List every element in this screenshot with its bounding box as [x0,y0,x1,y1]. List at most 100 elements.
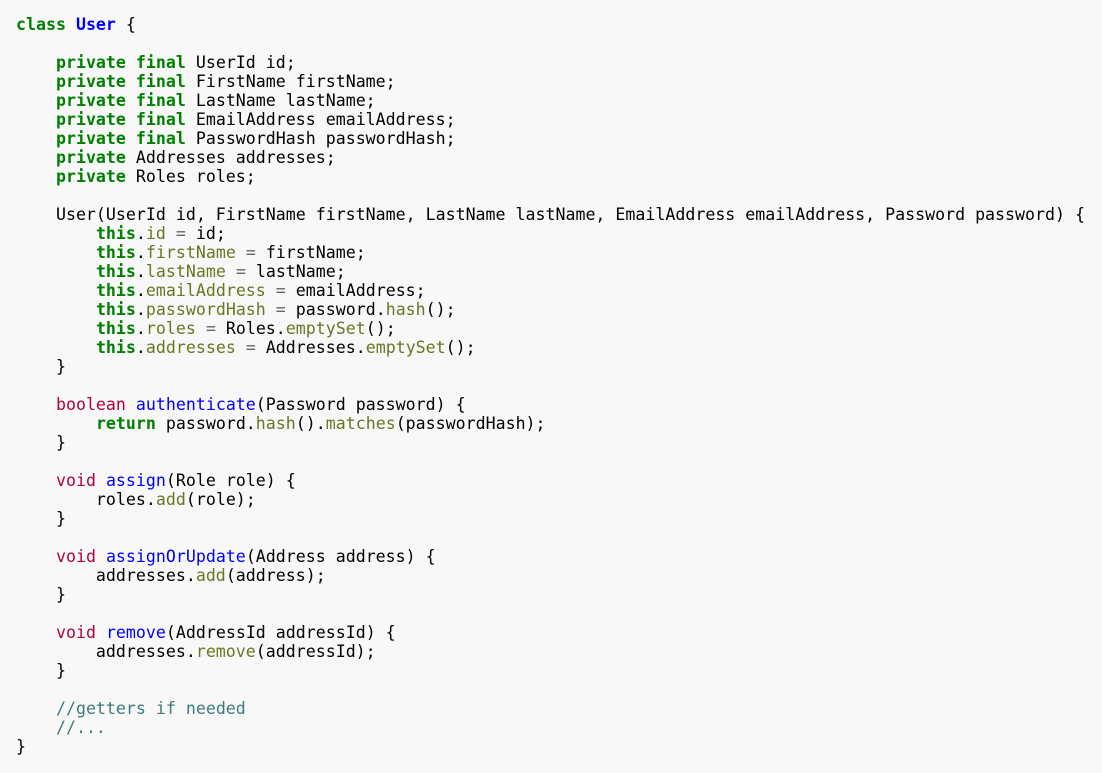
keyword: this [95,281,136,300]
attribute: passwordHash [145,300,266,319]
code-line [16,452,1085,471]
attribute: emailAddress [145,281,266,300]
operator: = [245,338,256,357]
code-line: private Roles roles; [16,167,1085,186]
code-line: addresses.add(address); [16,566,1085,585]
operator: = [175,224,186,243]
keyword: private [55,110,126,129]
attribute: addresses [145,338,236,357]
code-text [96,623,106,642]
keyword: this [95,243,136,262]
code-text: UserId id; [185,53,296,72]
keyword: this [95,224,136,243]
code-text: . [135,243,146,262]
code-text: addresses. [16,642,196,661]
code-line: return password.hash().matches(passwordH… [16,414,1085,433]
keyword: private [55,129,126,148]
code-text [266,300,276,319]
attribute: matches [325,414,396,433]
code-text [16,262,96,281]
code-text [166,224,176,243]
code-text: (role); [185,490,256,509]
attribute: firstName [145,243,236,262]
attribute: add [195,566,226,585]
code-text: emailAddress; [285,281,426,300]
keyword: private [55,91,126,110]
code-text: LastName lastName; [185,91,376,110]
code-text: lastName; [245,262,346,281]
function-name: authenticate [135,395,256,414]
code-line: this.roles = Roles.emptySet(); [16,319,1085,338]
code-line: private final LastName lastName; [16,91,1085,110]
function-name: assignOrUpdate [105,547,246,566]
code-text [16,300,96,319]
code-text [226,262,236,281]
code-text: (); [365,319,396,338]
code-text: . [135,281,146,300]
code-line: this.emailAddress = emailAddress; [16,281,1085,300]
keyword: private [55,148,126,167]
keyword: private [55,167,126,186]
operator: = [275,300,286,319]
code-text [96,547,106,566]
keyword: final [135,129,186,148]
code-text [16,243,96,262]
keyword: final [135,53,186,72]
attribute: lastName [145,262,226,281]
code-line: User(UserId id, FirstName firstName, Las… [16,205,1085,224]
keyword: class [16,15,66,34]
attribute: emptySet [365,338,446,357]
code-text: User(UserId id, FirstName firstName, Las… [16,205,1085,224]
operator: = [235,262,246,281]
code-line [16,604,1085,623]
code-text: (addressId); [255,642,376,661]
code-text [266,281,276,300]
code-text: addresses. [16,566,196,585]
code-line: void remove(AddressId addressId) { [16,623,1085,642]
code-text [96,471,106,490]
code-text [16,148,56,167]
keyword: final [135,110,186,129]
type-keyword: boolean [55,395,126,414]
code-text [16,414,96,433]
code-text: password. [285,300,386,319]
function-name: assign [105,471,166,490]
code-text: password. [155,414,256,433]
code-line: private Addresses addresses; [16,148,1085,167]
code-text [16,91,56,110]
keyword: this [95,338,136,357]
code-text: (Address address) { [245,547,436,566]
code-line: this.id = id; [16,224,1085,243]
code-text [16,471,56,490]
code-text [16,623,56,642]
keyword: final [135,91,186,110]
code-text: . [135,338,146,357]
code-line: this.addresses = Addresses.emptySet(); [16,338,1085,357]
code-text: Addresses. [255,338,366,357]
code-block: class User { private final UserId id; pr… [16,15,1085,756]
code-text [16,338,96,357]
code-line: addresses.remove(addressId); [16,642,1085,661]
function-name: remove [105,623,166,642]
code-line: void assignOrUpdate(Address address) { [16,547,1085,566]
code-text [16,53,56,72]
code-text: (Password password) { [255,395,466,414]
code-text: . [135,262,146,281]
attribute: hash [255,414,296,433]
type-keyword: void [55,547,96,566]
code-text [16,547,56,566]
keyword: this [95,262,136,281]
keyword: private [55,53,126,72]
code-text [126,72,136,91]
code-text: } [16,737,26,756]
code-text [66,15,76,34]
code-line: this.firstName = firstName; [16,243,1085,262]
code-line: } [16,357,1085,376]
code-text [16,281,96,300]
attribute: remove [195,642,256,661]
code-line: this.lastName = lastName; [16,262,1085,281]
code-line: boolean authenticate(Password password) … [16,395,1085,414]
operator: = [205,319,216,338]
code-text [16,110,56,129]
type-keyword: void [55,471,96,490]
